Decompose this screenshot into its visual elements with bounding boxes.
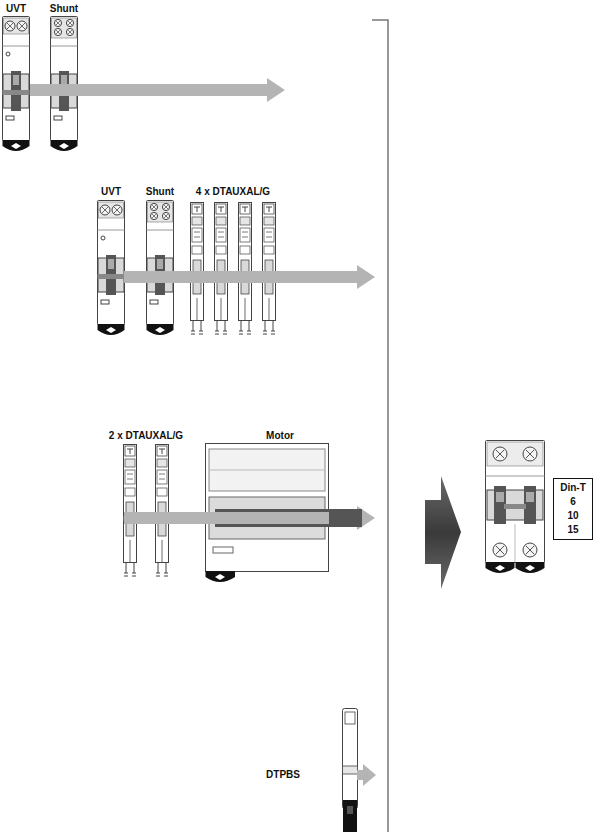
uvt-module [98, 201, 125, 336]
part-label: 2 x DTAUXAL/G [109, 430, 183, 442]
part-label: Shunt [146, 186, 174, 198]
part-label: Motor [266, 430, 294, 442]
rating-box: Din-T61015 [553, 478, 593, 540]
rating-text: Din-T [559, 481, 587, 495]
part-label: UVT [101, 186, 121, 198]
part-label: DTPBS [266, 769, 300, 781]
assembly-arrow [30, 78, 285, 102]
motor-bar [329, 509, 362, 527]
aux-contact-module [191, 203, 204, 335]
aux-contact-module [124, 445, 137, 577]
assembly-arrow [357, 764, 376, 786]
dtpbs-module [343, 709, 358, 832]
part-label: UVT [6, 3, 26, 15]
rating-text: 6 [559, 495, 587, 509]
assembly-arrow [124, 506, 375, 530]
part-label: 4 x DTAUXAL/G [196, 186, 270, 198]
uvt-module [3, 17, 30, 152]
circuit-breaker [486, 441, 545, 574]
assembly-arrow [124, 265, 375, 289]
aux-contact-module [263, 203, 276, 335]
aux-contact-module [156, 445, 169, 577]
part-label: Shunt [50, 3, 78, 15]
combine-arrow [425, 476, 461, 589]
aux-contact-module [239, 203, 252, 335]
shunt-module [147, 201, 174, 336]
rating-text: 10 [559, 509, 587, 523]
bracket-line [372, 20, 388, 832]
rating-text: 15 [559, 523, 587, 537]
shunt-module [51, 17, 78, 152]
aux-contact-module [215, 203, 228, 335]
